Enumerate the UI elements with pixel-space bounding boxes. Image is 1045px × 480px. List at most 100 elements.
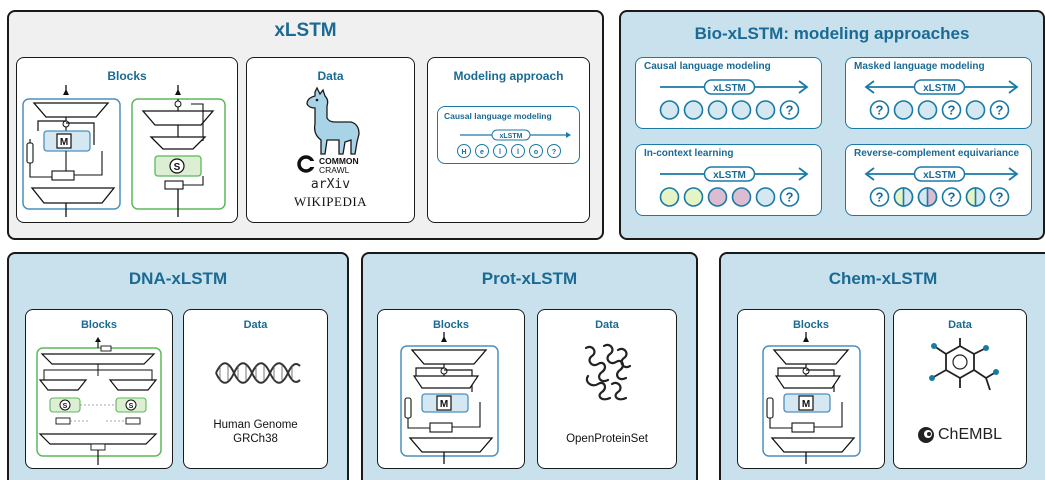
mlstm-block-diagram: M xyxy=(22,85,121,217)
prot-m-glyph: M xyxy=(440,399,448,410)
common-crawl-label-1: COMMON xyxy=(319,156,359,166)
token-question: ? xyxy=(876,103,884,118)
xlstm-panel-title: xLSTM xyxy=(274,20,337,41)
data-title: Data xyxy=(243,319,268,331)
token-label: e xyxy=(480,149,484,156)
token-half xyxy=(918,188,928,206)
token-circle xyxy=(941,187,962,207)
chembl-label: ChEMBL xyxy=(938,426,1003,443)
token-circle xyxy=(965,100,986,120)
data-title: Data xyxy=(948,319,972,331)
blocks-title: Blocks xyxy=(792,319,830,331)
token-circle xyxy=(511,144,525,158)
xlstm-modeling-card: Modeling approach Causal language modeli… xyxy=(427,57,590,223)
slstm-s-glyph: S xyxy=(174,162,181,173)
chem-xlstm-panel: Chem-xLSTM Blocks M Data xyxy=(719,252,1045,480)
token-question: ? xyxy=(786,103,794,118)
dna-data-label-1: Human Genome xyxy=(213,419,298,431)
bio-xlstm-panel: Bio-xLSTM: modeling approaches Causal la… xyxy=(619,10,1045,240)
modeling-approach-card-title: Reverse-complement equivariance xyxy=(854,148,1020,159)
chem-blocks-card: Blocks M xyxy=(737,309,885,469)
token-circle xyxy=(683,187,704,207)
xlstm-pill-label: xLSTM xyxy=(923,170,956,181)
xlstm-pill xyxy=(703,166,756,182)
token-half xyxy=(966,188,976,206)
dna-helix-icon xyxy=(215,362,301,384)
modeling-approach-card-title: Causal language modeling xyxy=(644,61,771,72)
xlstm-data-card: Data COMMON CRAWL arXiv WIKIPEDIA xyxy=(246,57,415,223)
token-label: o xyxy=(534,149,538,156)
prot-xlstm-panel-title: Prot-xLSTM xyxy=(481,269,578,288)
token-circle xyxy=(707,187,728,207)
modeling-approach-title: Modeling approach xyxy=(453,69,564,83)
token-circle xyxy=(989,100,1010,120)
modeling-approach-graphic: xLSTM??? xyxy=(864,79,1019,120)
data-title: Data xyxy=(595,319,619,331)
modeling-approach-graphic: xLSTM? xyxy=(659,166,809,207)
token-circle xyxy=(731,187,752,207)
token-label: l xyxy=(499,149,501,156)
causal-lm-mini-title: Causal language modeling xyxy=(444,111,552,121)
token-circle xyxy=(869,187,890,207)
token-half xyxy=(975,188,985,206)
token-circle xyxy=(989,187,1010,207)
dna-xlstm-panel-title: DNA-xLSTM xyxy=(128,269,228,288)
modeling-approach-graphic: xLSTM??? xyxy=(864,166,1019,207)
dna-bidirectional-block-diagram: S S xyxy=(36,337,162,465)
token-circle xyxy=(779,100,800,120)
token-half xyxy=(927,188,937,206)
arrow-head-right xyxy=(1008,167,1019,181)
token-label: H xyxy=(461,149,466,156)
causal-lm-mini-arrow: xLSTM xyxy=(460,129,571,141)
wikipedia-logo: WIKIPEDIA xyxy=(293,194,368,209)
token-question: ? xyxy=(948,190,956,205)
arrow-head-left xyxy=(864,80,875,94)
prot-mlstm-block-diagram: M xyxy=(400,332,499,464)
token-circle xyxy=(683,100,704,120)
xlstm-pill-label: xLSTM xyxy=(923,83,956,94)
dna-s-glyph-left: S xyxy=(63,403,68,410)
token-question: ? xyxy=(876,190,884,205)
molecule-icon xyxy=(929,338,999,391)
chem-m-glyph: M xyxy=(802,399,810,410)
blocks-title: Blocks xyxy=(432,319,470,331)
token-circle xyxy=(547,144,561,158)
arrow-head-left xyxy=(864,167,875,181)
xlstm-pill xyxy=(703,79,756,95)
dna-data-label-2: GRCh38 xyxy=(233,433,278,445)
xlstm-pill-label: xLSTM xyxy=(713,83,746,94)
token-question: ? xyxy=(996,103,1004,118)
token-label: l xyxy=(517,149,519,156)
xlstm-blocks-card: Blocks M xyxy=(16,57,238,223)
modeling-approach-card: In-context learning xLSTM? xyxy=(635,144,822,216)
token-half xyxy=(903,188,913,206)
token-label: ? xyxy=(552,149,556,156)
xlstm-panel: xLSTM Blocks M xyxy=(7,10,604,240)
dna-blocks-card: Blocks S S xyxy=(25,309,173,469)
chem-xlstm-panel-title: Chem-xLSTM xyxy=(828,269,938,288)
token-circle xyxy=(755,187,776,207)
xlstm-pill-label: xLSTM xyxy=(713,170,746,181)
xlstm-pill xyxy=(913,79,966,95)
token-circle xyxy=(659,100,680,120)
chem-mlstm-block-diagram: M xyxy=(762,332,861,464)
token-question: ? xyxy=(996,190,1004,205)
prot-data-label: OpenProteinSet xyxy=(566,433,648,445)
token-circle xyxy=(869,100,890,120)
token-circle xyxy=(493,144,507,158)
llama-icon xyxy=(306,86,360,155)
modeling-approach-graphic: xLSTM? xyxy=(659,79,809,120)
dna-xlstm-panel: DNA-xLSTM Blocks S S xyxy=(7,252,349,480)
bio-xlstm-panel-title: Bio-xLSTM: modeling approaches xyxy=(694,24,970,43)
token-circle xyxy=(707,100,728,120)
token-circle xyxy=(475,144,489,158)
token-circle xyxy=(731,100,752,120)
modeling-approach-card-title: In-context learning xyxy=(644,148,734,159)
xlstm-pill xyxy=(913,166,966,182)
data-title: Data xyxy=(317,69,344,83)
token-circle xyxy=(755,100,776,120)
chem-data-card: Data ChEMBL xyxy=(893,309,1027,469)
prot-data-card: Data OpenProteinSet xyxy=(537,309,677,469)
token-circle xyxy=(941,100,962,120)
